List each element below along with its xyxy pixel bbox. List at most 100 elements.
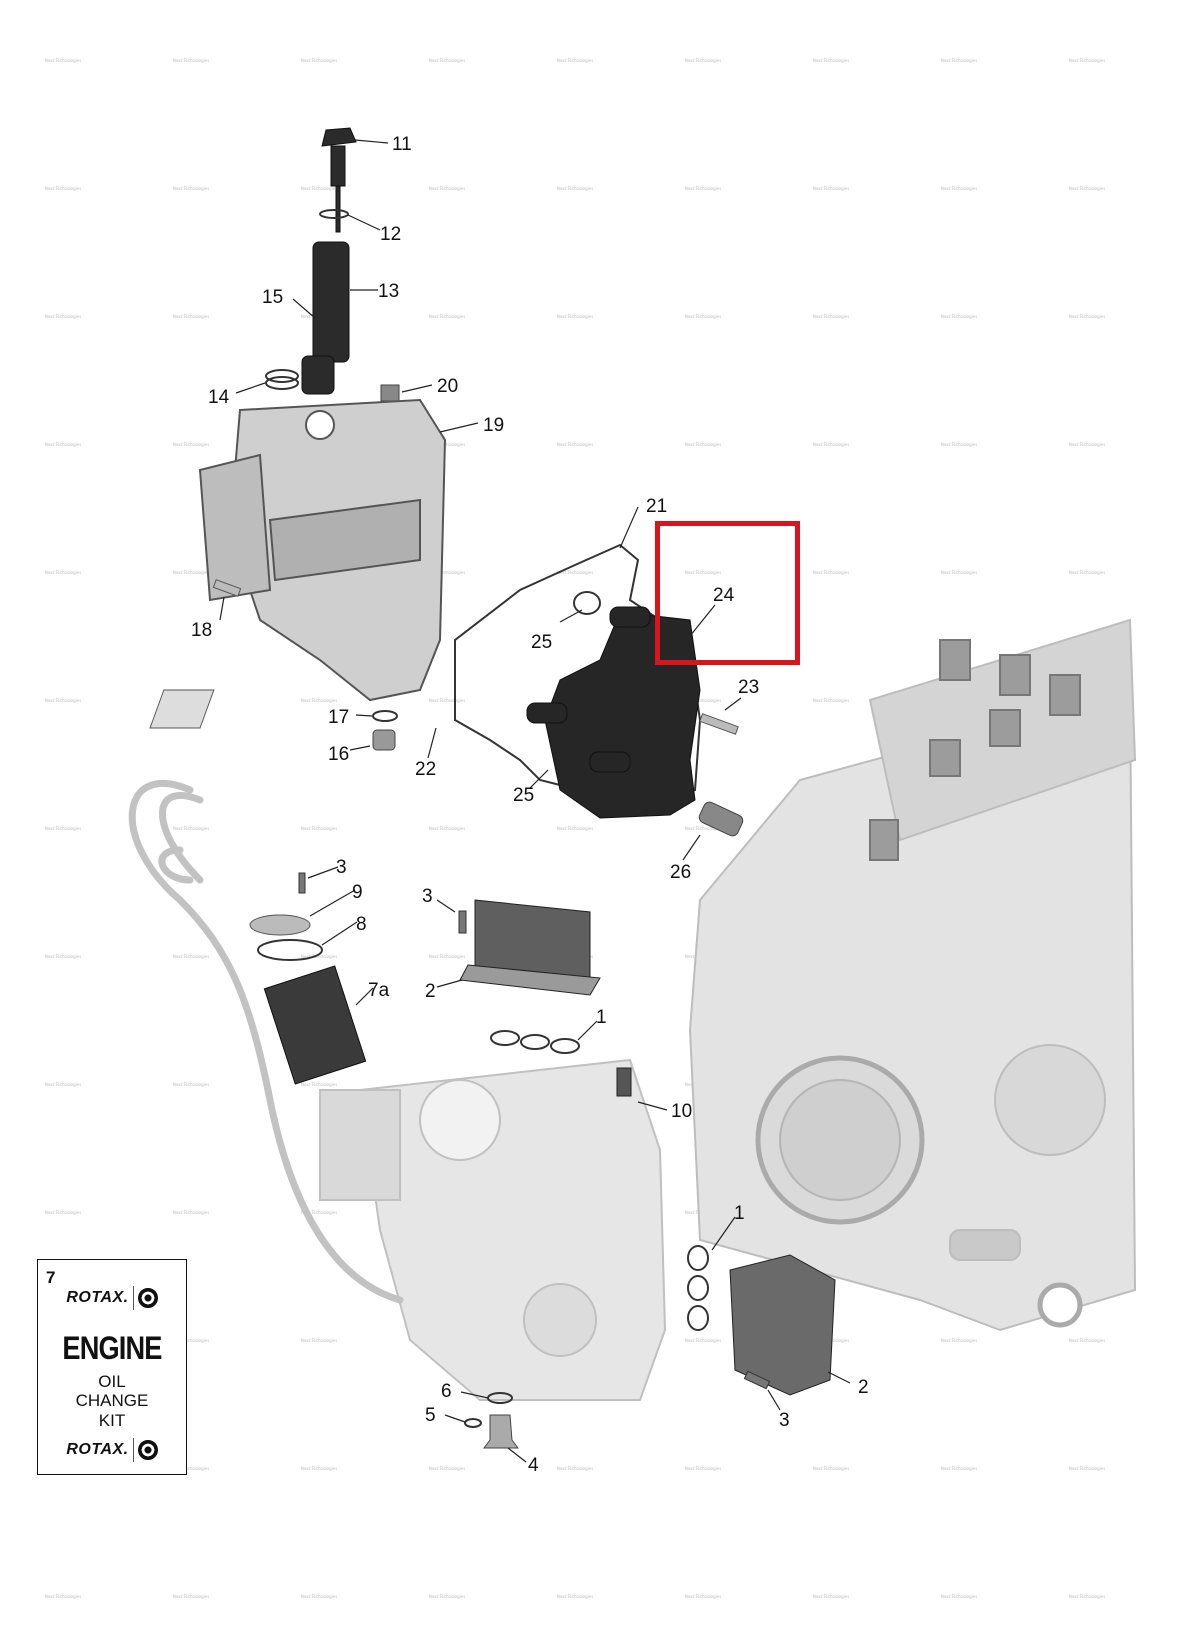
watermark-text: Next Technologies [1069, 58, 1105, 63]
watermark-text: Next Technologies [685, 1466, 721, 1471]
o-ring-12 [319, 209, 349, 219]
watermark-text: Next Technologies [685, 186, 721, 191]
gasket-1b [687, 1245, 709, 1331]
callout-15: 15 [262, 287, 283, 308]
callout-25-upper: 25 [531, 632, 552, 653]
callout-1b: 1 [734, 1203, 745, 1224]
kit-line-change: CHANGE [75, 1391, 149, 1410]
callout-1a: 1 [596, 1007, 607, 1028]
watermark-text: Next Technologies [429, 826, 465, 831]
highlight-box-part-24 [655, 521, 800, 665]
callout-2a: 2 [425, 981, 436, 1002]
brand-separator [132, 1438, 134, 1462]
bolt-3a [298, 872, 306, 894]
watermark-text: Next Technologies [557, 442, 593, 447]
callout-labels: 11 12 13 15 14 20 19 18 21 24 25 23 17 1… [191, 134, 869, 1476]
kit-title: ENGINE [62, 1330, 162, 1366]
watermark-text: Next Technologies [557, 58, 593, 63]
rotax-logo-top: ROTAX. [66, 1289, 129, 1306]
engine-block-illustration [688, 618, 1137, 1332]
drain-plug-4 [483, 1414, 519, 1449]
oil-change-kit-box: 7 ROTAX. ENGINE OIL CHANGE KIT ROTAX. [37, 1259, 187, 1475]
watermark-text: Next Technologies [1069, 1466, 1105, 1471]
callout-14: 14 [208, 387, 230, 408]
watermark-text: Next Technologies [173, 314, 209, 319]
watermark-text: Next Technologies [45, 1210, 81, 1215]
watermark-text: Next Technologies [557, 826, 593, 831]
watermark-text: Next Technologies [173, 1466, 209, 1471]
watermark-text: Next Technologies [1069, 1338, 1105, 1343]
watermark-text: Next Technologies [173, 954, 209, 959]
watermark-text: Next Technologies [685, 1338, 721, 1343]
gasket-1a [490, 1030, 580, 1054]
watermark-text: Next Technologies [813, 442, 849, 447]
crankcase-cover-illustration [319, 1058, 667, 1401]
watermark-text: Next Technologies [429, 314, 465, 319]
watermark-text: Next Technologies [557, 314, 593, 319]
watermark-text: Next Technologies [45, 186, 81, 191]
watermark-text: Next Technologies [173, 186, 209, 191]
watermark-text: Next Technologies [557, 570, 593, 575]
watermark-text: Next Technologies [1069, 1594, 1105, 1599]
callout-26: 26 [670, 862, 691, 883]
watermark-text: Next Technologies [557, 186, 593, 191]
watermark-text: Next Technologies [301, 826, 337, 831]
watermark-text: Next Technologies [685, 442, 721, 447]
watermark-text: Next Technologies [685, 698, 721, 703]
watermark-text: Next Technologies [1069, 570, 1105, 575]
watermark-text: Next Technologies [941, 442, 977, 447]
o-ring-17 [372, 710, 398, 722]
watermark-text: Next Technologies [557, 1466, 593, 1471]
watermark-text: Next Technologies [1069, 186, 1105, 191]
watermark-text: Next Technologies [429, 58, 465, 63]
watermark-text: Next Technologies [45, 698, 81, 703]
plug-16 [372, 729, 396, 751]
callout-17: 17 [328, 707, 349, 728]
watermark-text: Next Technologies [173, 1082, 209, 1087]
brand-row-top: ROTAX. [38, 1286, 186, 1310]
callout-19: 19 [483, 415, 504, 436]
callout-5: 5 [425, 1405, 436, 1426]
watermark-text: Next Technologies [685, 314, 721, 319]
gasket-21 [454, 543, 702, 812]
watermark-text: Next Technologies [301, 58, 337, 63]
watermark-text: Next Technologies [429, 570, 465, 575]
watermark-text: Next Technologies [941, 1594, 977, 1599]
plug-20 [380, 384, 400, 402]
watermark-text: Next Technologies [45, 826, 81, 831]
watermark-text: Next Technologies [173, 442, 209, 447]
callout-22: 22 [415, 759, 436, 780]
brp-badge-icon [137, 1288, 158, 1308]
watermark-text: Next Technologies [301, 186, 337, 191]
watermark-text: Next Technologies [429, 698, 465, 703]
callout-3a: 3 [336, 857, 347, 878]
watermark-text: Next Technologies [429, 954, 465, 959]
watermark-text: Next Technologies [1069, 314, 1105, 319]
watermark-text: Next Technologies [301, 1466, 337, 1471]
callout-9: 9 [352, 882, 363, 903]
oil-cap-dipstick [301, 127, 357, 395]
oil-filter-7a [263, 965, 367, 1085]
watermark-text: Next Technologies [941, 314, 977, 319]
callout-16: 16 [328, 744, 349, 765]
watermark-text: Next Technologies [813, 1594, 849, 1599]
filter-cover-9 [249, 914, 311, 936]
callout-20: 20 [437, 376, 458, 397]
watermark-text: Next Technologies [45, 442, 81, 447]
watermark-text: Next Technologies [301, 1594, 337, 1599]
oil-cooler-2b [729, 1254, 836, 1396]
watermark-text: Next Technologies [301, 698, 337, 703]
bolt-3c [743, 1370, 771, 1390]
callout-3c: 3 [779, 1410, 790, 1431]
callout-18: 18 [191, 620, 212, 641]
watermark-text: Next Technologies [813, 570, 849, 575]
watermark-text: Next Technologies [173, 1338, 209, 1343]
oil-hose-illustration [128, 780, 404, 1304]
watermark-text: Next Technologies [941, 1338, 977, 1343]
watermark-text: Next Technologies [685, 1594, 721, 1599]
callout-8: 8 [356, 914, 367, 935]
watermark-text: Next Technologies [45, 570, 81, 575]
kit-line-kit: KIT [98, 1411, 126, 1430]
watermark-text: Next Technologies [173, 58, 209, 63]
watermark-text: Next Technologies [557, 1594, 593, 1599]
